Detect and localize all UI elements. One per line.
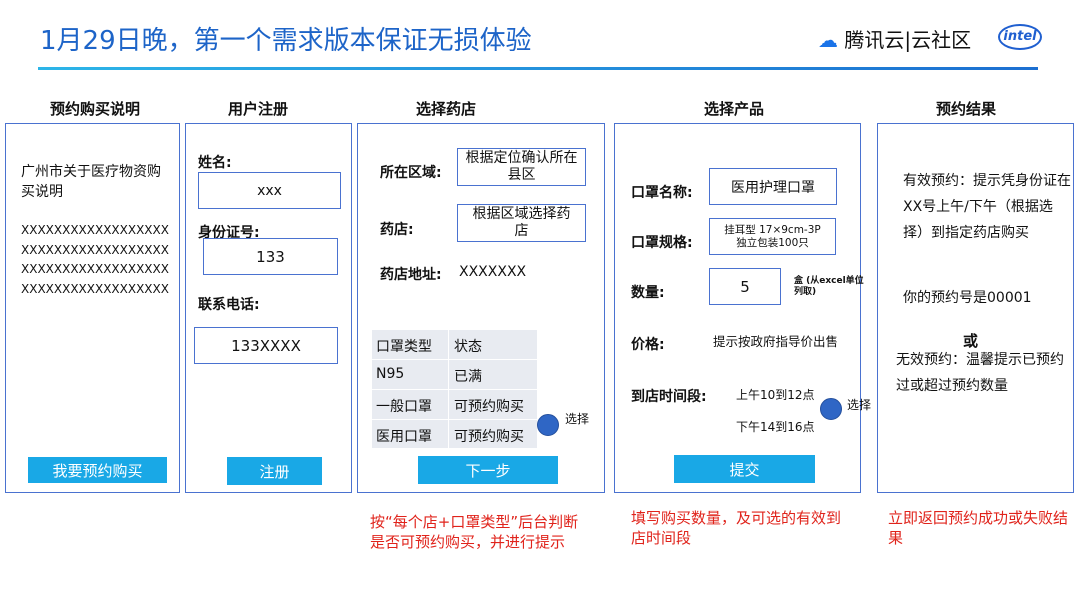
table-cell: 一般口罩: [376, 399, 432, 415]
mask-name-field[interactable]: 医用护理口罩: [709, 168, 837, 205]
quantity-input[interactable]: 5: [709, 268, 781, 305]
table-cell: 已满: [454, 369, 482, 385]
col-heading-product: 选择产品: [704, 100, 765, 118]
price-value: 提示按政府指导价出售: [713, 334, 839, 349]
table-header: 状态: [454, 339, 482, 355]
reservation-number: 你的预约号是00001: [903, 290, 1032, 306]
id-number-input[interactable]: 133: [203, 238, 338, 275]
info-panel: [5, 123, 180, 493]
id-label: 身份证号:: [198, 225, 260, 241]
next-step-button[interactable]: 下一步: [418, 456, 558, 484]
result-panel: [877, 123, 1074, 493]
or-separator: 或: [963, 332, 979, 350]
mask-status-table: 口罩类型 状态 N95 已满 一般口罩 可预约购买 医用口罩 可预约购买: [372, 330, 537, 448]
page-title: 1月29日晚，第一个需求版本保证无损体验: [40, 26, 532, 56]
phone-label: 联系电话:: [198, 297, 260, 313]
table-cell: N95: [376, 366, 405, 382]
col-heading-result: 预约结果: [936, 100, 997, 118]
store-note: 按“每个店+口罩类型”后台判断是否可预约购买，并进行提示: [370, 513, 579, 551]
phone-input[interactable]: 133XXXX: [194, 327, 338, 364]
info-line: XXXXXXXXXXXXXXXXXX: [21, 281, 169, 296]
store-label: 药店:: [380, 222, 414, 238]
success-message: 有效预约：提示凭身份证在XX号上午/下午（根据选择）到指定药店购买: [903, 173, 1071, 241]
table-divider: [372, 359, 537, 360]
header-divider: [38, 67, 1038, 70]
submit-button[interactable]: 提交: [674, 455, 815, 483]
mask-type-radio[interactable]: [537, 414, 559, 436]
select-label: 选择: [847, 398, 872, 412]
spec-line: 挂耳型 17×9cm-3P: [724, 223, 821, 236]
time-slot-pm[interactable]: 下午14到16点: [736, 420, 815, 434]
tencent-cloud-logo: ☁ 腾讯云|云社区: [818, 24, 971, 53]
col-heading-register: 用户注册: [228, 100, 289, 118]
product-note: 填写购买数量，及可选的有效到店时间段: [631, 509, 842, 547]
table-divider: [372, 419, 537, 420]
table-header: 口罩类型: [376, 339, 432, 355]
info-line: XXXXXXXXXXXXXXXXXX: [21, 262, 169, 276]
col-heading-store: 选择药店: [416, 100, 477, 118]
reserve-purchase-button[interactable]: 我要预约购买: [28, 457, 167, 483]
time-slot-am[interactable]: 上午10到12点: [736, 388, 815, 402]
name-label: 姓名:: [198, 155, 232, 171]
mask-spec-field[interactable]: 挂耳型 17×9cm-3P 独立包装100只: [709, 218, 836, 255]
price-label: 价格:: [631, 337, 665, 353]
info-line: XXXXXXXXXXXXXXXXXX: [21, 223, 169, 237]
register-panel: [185, 123, 352, 493]
address-value: XXXXXXX: [459, 264, 527, 280]
quantity-label: 数量:: [631, 285, 665, 301]
name-input[interactable]: xxx: [198, 172, 341, 209]
info-line: XXXXXXXXXXXXXXXXXX: [21, 242, 169, 257]
area-label: 所在区域:: [380, 165, 442, 181]
address-label: 药店地址:: [380, 267, 442, 283]
area-select[interactable]: 根据定位确认所在县区: [457, 148, 586, 186]
time-slot-radio[interactable]: [820, 398, 842, 420]
fail-message: 无效预约：温馨提示已预约过或超过预约数量: [896, 352, 1064, 394]
result-note: 立即返回预约成功或失败结果: [888, 509, 1069, 547]
table-cell: 医用口罩: [376, 429, 432, 445]
table-cell: 可预约购买: [454, 399, 524, 415]
mask-name-label: 口罩名称:: [631, 185, 693, 201]
table-divider: [448, 330, 449, 448]
time-slot-label: 到店时间段:: [631, 389, 707, 405]
logo-text: 腾讯云|云社区: [844, 28, 972, 52]
info-heading: 广州市关于医疗物资购买说明: [21, 164, 161, 200]
register-button[interactable]: 注册: [227, 457, 322, 485]
col-heading-info: 预约购买说明: [50, 100, 141, 118]
unit-note: 盒 (从excel单位列取): [794, 276, 864, 297]
table-cell: 可预约购买: [454, 429, 524, 445]
spec-line: 独立包装100只: [736, 236, 809, 249]
mask-spec-label: 口罩规格:: [631, 235, 693, 251]
store-select[interactable]: 根据区域选择药店: [457, 204, 586, 242]
info-lines: XXXXXXXXXXXXXXXXXX XXXXXXXXXXXXXXXXXX XX…: [21, 221, 169, 299]
cloud-icon: ☁: [818, 28, 838, 52]
intel-logo: intel: [998, 24, 1042, 50]
table-divider: [372, 389, 537, 390]
select-label: 选择: [565, 412, 590, 426]
product-panel: [614, 123, 861, 493]
